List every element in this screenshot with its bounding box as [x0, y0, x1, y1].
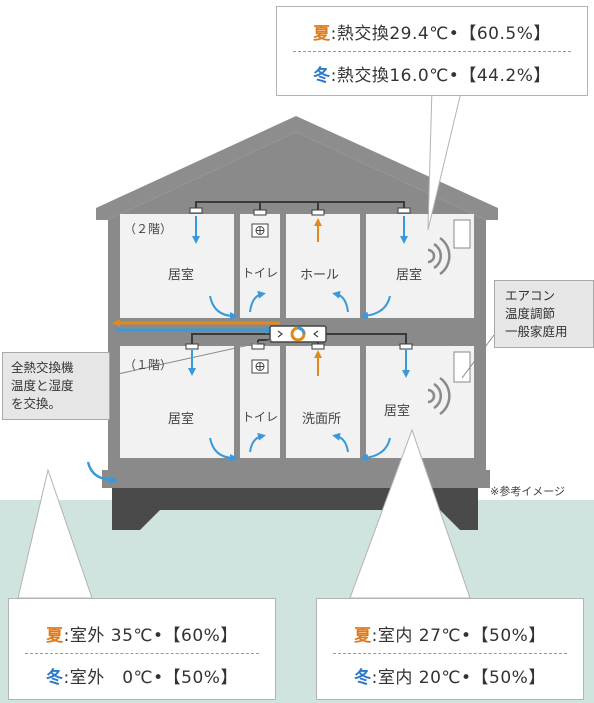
divider	[25, 653, 259, 654]
top-temperature-box: 夏:熱交換29.4℃•【60.5%】 冬:熱交換16.0℃•【44.2%】	[276, 6, 588, 96]
room-1f-washroom	[286, 346, 360, 458]
room-label: トイレ	[242, 410, 279, 424]
room-label: 居室	[396, 268, 423, 283]
room-label: トイレ	[242, 266, 279, 280]
heat-exchanger-icon	[277, 326, 319, 342]
summer-label: 夏	[313, 24, 331, 44]
summer-label: 夏	[354, 626, 372, 646]
fan-icon	[251, 223, 269, 238]
winter-outdoor-line: 冬:室外 0℃•【50%】	[9, 663, 275, 688]
winter-exchange-line: 冬:熱交換16.0℃•【44.2%】	[277, 61, 587, 86]
summer-exchange-text: :熱交換29.4℃•【60.5%】	[330, 24, 551, 44]
floor-label-2f: （２階）	[124, 222, 173, 236]
outdoor-temperature-box: 夏:室外 35℃•【60%】 冬:室外 0℃•【50%】	[8, 598, 276, 700]
summer-indoor-line: 夏:室内 27℃•【50%】	[317, 621, 583, 646]
house-base	[102, 470, 490, 488]
winter-label: 冬	[354, 668, 372, 688]
heat-exchanger-unit	[269, 325, 327, 343]
winter-indoor-text: :室内 20℃•【50%】	[371, 668, 546, 688]
aircon-2f	[453, 219, 471, 249]
floor-intake-arrow	[86, 461, 118, 484]
room-label: 居室	[168, 412, 195, 427]
room-label: 洗面所	[302, 412, 342, 427]
winter-outdoor-text: :室外 0℃•【50%】	[63, 668, 238, 688]
room-label: 居室	[384, 404, 411, 419]
summer-outdoor-line: 夏:室外 35℃•【60%】	[9, 621, 275, 646]
summer-exchange-line: 夏:熱交換29.4℃•【60.5%】	[277, 19, 587, 44]
winter-indoor-line: 冬:室内 20℃•【50%】	[317, 663, 583, 688]
indoor-temperature-box: 夏:室内 27℃•【50%】 冬:室内 20℃•【50%】	[316, 598, 584, 700]
winter-exchange-text: :熱交換16.0℃•【44.2%】	[330, 66, 551, 86]
winter-label: 冬	[313, 66, 331, 86]
aircon-wave-icon	[427, 236, 451, 276]
room-label: 居室	[168, 268, 195, 283]
divider	[293, 51, 571, 52]
floor-label-1f: （１階）	[124, 358, 173, 372]
room-1f-living	[120, 346, 234, 458]
summer-outdoor-text: :室外 35℃•【60%】	[63, 626, 238, 646]
room-label: ホール	[300, 268, 340, 283]
room-2f-living	[120, 214, 234, 318]
summer-indoor-text: :室内 27℃•【50%】	[371, 626, 546, 646]
reference-note: ※参考イメージ	[490, 485, 565, 498]
room-2f-hall	[286, 214, 360, 318]
summer-label: 夏	[46, 626, 64, 646]
aircon-wave-icon	[427, 376, 451, 416]
divider	[333, 653, 567, 654]
heat-exchanger-note: 全熱交換機 温度と湿度 を交換。	[2, 352, 110, 420]
winter-label: 冬	[46, 668, 64, 688]
fan-icon	[251, 359, 269, 374]
aircon-note: エアコン 温度調節 一般家庭用	[494, 280, 594, 348]
